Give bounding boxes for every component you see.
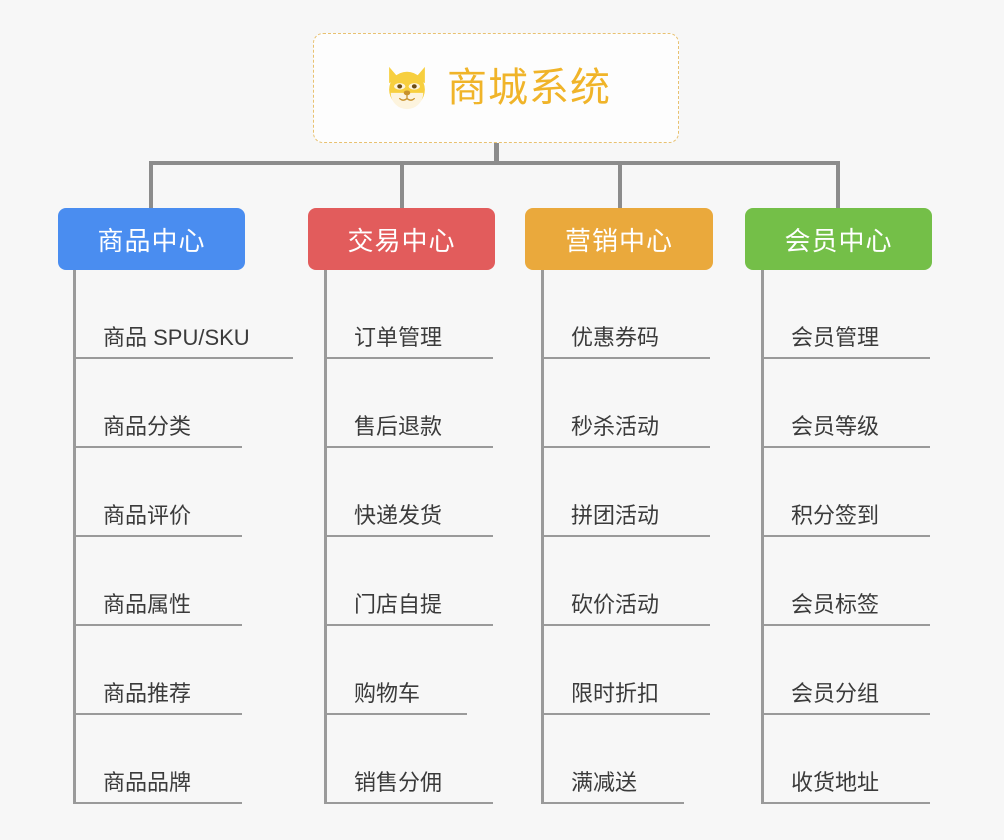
leaf-item-label: 满减送 <box>571 770 638 795</box>
shiba-dog-icon <box>389 66 425 110</box>
leaf-item-underline <box>76 535 242 537</box>
leaf-item-underline <box>76 713 242 715</box>
leaf-item-underline <box>544 802 684 804</box>
leaf-item-label: 商品属性 <box>103 592 192 617</box>
leaf-column-3: 会员管理会员等级积分签到会员标签会员分组收货地址 <box>761 270 1004 804</box>
leaf-item-label: 订单管理 <box>354 325 443 350</box>
leaf-item-underline <box>327 624 493 626</box>
leaf-item-underline <box>76 357 293 359</box>
leaf-item-underline <box>327 357 493 359</box>
leaf-spine <box>541 270 544 804</box>
connector-drop-3 <box>618 161 622 208</box>
leaf-item-underline <box>764 802 930 804</box>
category-box-1[interactable]: 交易中心 <box>308 208 495 270</box>
leaf-item-underline <box>764 357 930 359</box>
leaf-column-0: 商品 SPU/SKU 商品分类商品评价商品属性商品推荐商品品牌 <box>73 270 353 804</box>
leaf-item-label: 商品推荐 <box>103 681 192 706</box>
leaf-item-underline <box>327 713 467 715</box>
leaf-item-underline <box>544 713 710 715</box>
leaf-item-underline <box>764 624 930 626</box>
leaf-item-label: 限时折扣 <box>571 681 660 706</box>
connector-trunk <box>494 143 499 165</box>
leaf-item-label: 优惠券码 <box>571 325 660 350</box>
leaf-item-underline <box>544 535 710 537</box>
leaf-item-label: 收货地址 <box>791 770 880 795</box>
leaf-item-label: 商品 SPU/SKU <box>103 325 250 350</box>
connector-drop-2 <box>400 161 404 208</box>
category-box-2[interactable]: 营销中心 <box>525 208 713 270</box>
leaf-item-underline <box>764 535 930 537</box>
leaf-item-label: 会员管理 <box>791 325 880 350</box>
leaf-item-underline <box>76 446 242 448</box>
category-box-3[interactable]: 会员中心 <box>745 208 932 270</box>
category-label-1: 交易中心 <box>347 225 456 256</box>
leaf-item-label: 门店自提 <box>354 592 443 617</box>
category-box-0[interactable]: 商品中心 <box>58 208 245 270</box>
category-label-3: 会员中心 <box>784 225 893 256</box>
leaf-item-label: 快递发货 <box>354 503 443 528</box>
leaf-item-underline <box>76 624 242 626</box>
connector-drop-1 <box>149 161 153 208</box>
leaf-spine <box>73 270 76 804</box>
leaf-item-label: 商品品牌 <box>103 770 192 795</box>
leaf-spine <box>324 270 327 804</box>
leaf-item-label: 商品分类 <box>103 414 192 439</box>
leaf-item-label: 会员标签 <box>791 592 880 617</box>
category-label-2: 营销中心 <box>564 225 673 256</box>
leaf-item-label: 积分签到 <box>791 503 880 528</box>
leaf-column-2: 优惠券码秒杀活动拼团活动砍价活动限时折扣满减送 <box>541 270 821 804</box>
leaf-item-underline <box>544 446 710 448</box>
leaf-item-underline <box>764 446 930 448</box>
root-title-card: 商城系统 <box>313 33 679 143</box>
category-label-0: 商品中心 <box>97 225 206 256</box>
connector-drop-4 <box>836 161 840 208</box>
leaf-item-label: 砍价活动 <box>571 592 660 617</box>
leaf-item-label: 销售分佣 <box>354 770 443 795</box>
leaf-item-underline <box>544 624 710 626</box>
leaf-spine <box>761 270 764 804</box>
connector-bus <box>149 161 839 165</box>
leaf-item-label: 秒杀活动 <box>571 414 660 439</box>
leaf-column-1: 订单管理售后退款快递发货门店自提购物车销售分佣 <box>324 270 604 804</box>
leaf-item-underline <box>327 535 493 537</box>
leaf-item-label: 购物车 <box>354 681 421 706</box>
leaf-item-label: 拼团活动 <box>571 503 660 528</box>
leaf-item-underline <box>544 357 710 359</box>
root-title: 商城系统 <box>447 66 611 110</box>
leaf-item-underline <box>76 802 242 804</box>
leaf-item-label: 会员分组 <box>791 681 880 706</box>
leaf-item-label: 会员等级 <box>791 414 880 439</box>
leaf-item-underline <box>327 446 493 448</box>
leaf-item-underline <box>327 802 493 804</box>
leaf-item-underline <box>764 713 930 715</box>
leaf-item-label: 商品评价 <box>103 503 192 528</box>
leaf-item-label: 售后退款 <box>354 414 443 439</box>
